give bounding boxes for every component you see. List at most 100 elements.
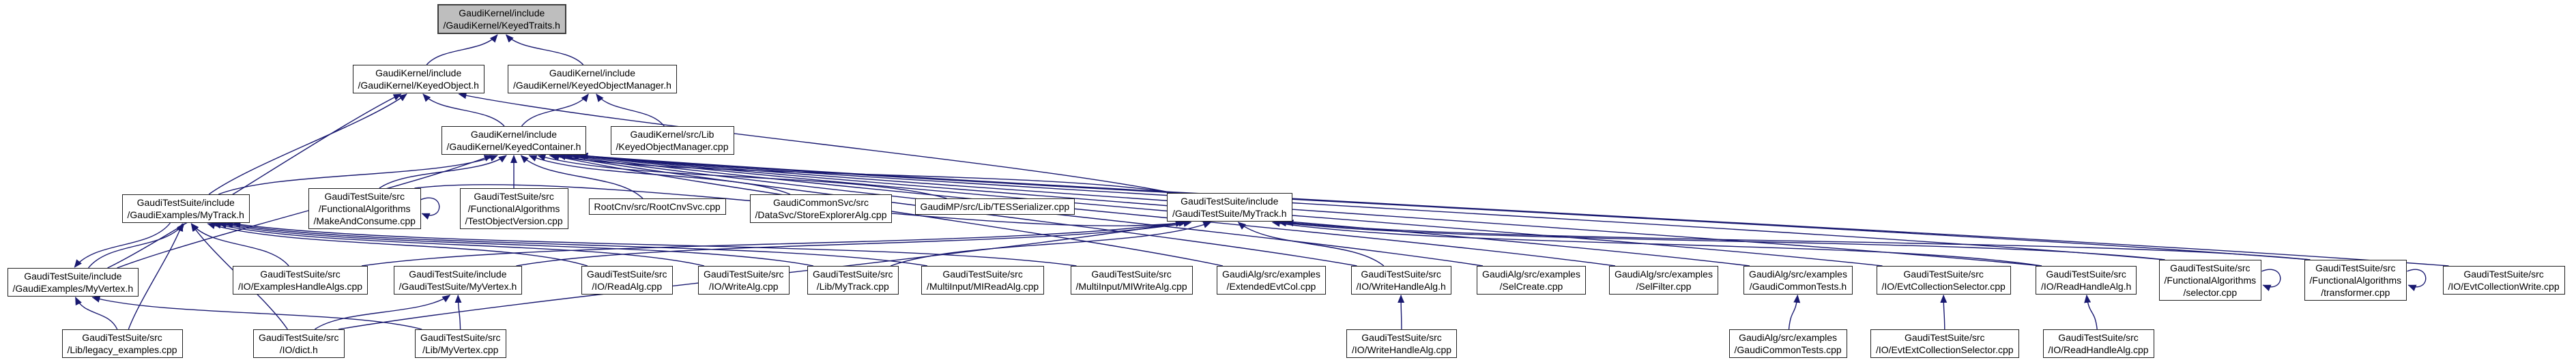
graph-node-write-handle-alg-cpp[interactable]: GaudiTestSuite/src/IO/WriteHandleAlg.cpp <box>1346 329 1458 358</box>
graph-node-read-alg-cpp[interactable]: GaudiTestSuite/src/IO/ReadAlg.cpp <box>581 266 673 295</box>
graph-node-label: GaudiTestSuite/src <box>1903 269 1984 280</box>
graph-node-store-explorer-alg-cpp[interactable]: GaudiCommonSvc/src/DataSvc/StoreExplorer… <box>749 194 893 223</box>
graph-node-label: GaudiTestSuite/src <box>260 269 341 280</box>
graph-node-label: /IO/dict.h <box>279 344 318 355</box>
graph-node-label: GaudiKernel/src/Lib <box>630 129 714 140</box>
graph-node-label: GaudiTestSuite/src <box>2315 262 2396 273</box>
graph-node-label: GaudiMP/src/Lib/TESSerializer.cpp <box>920 201 1070 212</box>
graph-node-write-handle-alg-h[interactable]: GaudiTestSuite/src/IO/WriteHandleAlg.h <box>1350 266 1451 295</box>
graph-node-label: GaudiTestSuite/src <box>1361 332 1442 343</box>
graph-node-my-vertex-cpp[interactable]: GaudiTestSuite/src/Lib/MyVertex.cpp <box>415 329 506 358</box>
graph-node-label: /GaudiCommonTests.h <box>1749 281 1847 292</box>
graph-node-label: GaudiTestSuite/src <box>704 269 784 280</box>
graph-node-label: /KeyedObjectManager.cpp <box>616 141 729 152</box>
graph-node-root-cnv-svc-cpp[interactable]: RootCnv/src/RootCnvSvc.cpp <box>588 198 726 215</box>
graph-node-label: /IO/ReadAlg.cpp <box>592 281 663 292</box>
graph-node-label: /SelFilter.cpp <box>1636 281 1692 292</box>
graph-node-label: /GaudiExamples/MyTrack.h <box>127 209 244 220</box>
graph-node-label: /TestObjectVersion.cpp <box>465 215 563 226</box>
graph-node-label: /transformer.cpp <box>2321 287 2390 298</box>
graph-node-label: /FunctionalAlgorithms <box>2164 275 2257 286</box>
graph-node-label: /MakeAndConsume.cpp <box>313 215 416 226</box>
graph-node-tes-serializer-cpp[interactable]: GaudiMP/src/Lib/TESSerializer.cpp <box>914 198 1075 215</box>
graph-node-label: /IO/EvtCollectionWrite.cpp <box>2448 281 2560 292</box>
graph-node-mi-write-alg-cpp[interactable]: GaudiTestSuite/src/MultiInput/MIWriteAlg… <box>1070 266 1193 295</box>
graph-node-gaudi-test-suite-my-vertex-h[interactable]: GaudiTestSuite/include/GaudiTestSuite/My… <box>393 266 523 295</box>
graph-node-label: /MultiInput/MIWriteAlg.cpp <box>1075 281 1187 292</box>
graph-node-label: GaudiKernel/include <box>459 7 545 18</box>
graph-node-label: GaudiTestSuite/src <box>2463 269 2544 280</box>
graph-node-label: GaudiTestSuite/src <box>1905 332 1985 343</box>
graph-node-keyed-traits-h: GaudiKernel/include/GaudiKernel/KeyedTra… <box>437 4 566 34</box>
graph-node-label: GaudiTestSuite/src <box>82 332 162 343</box>
graph-node-sel-filter-cpp[interactable]: GaudiAlg/src/examples/SelFilter.cpp <box>1609 266 1718 295</box>
graph-node-label: /selector.cpp <box>2183 287 2238 298</box>
graph-node-label: GaudiTestSuite/include <box>136 197 235 208</box>
graph-node-label: GaudiAlg/src/examples <box>1482 269 1580 280</box>
graph-node-test-object-version-cpp[interactable]: GaudiTestSuite/src/FunctionalAlgorithms/… <box>459 188 568 229</box>
graph-node-label: GaudiTestSuite/include <box>1181 196 1279 207</box>
graph-node-evt-collection-write-cpp[interactable]: GaudiTestSuite/src/IO/EvtCollectionWrite… <box>2442 266 2565 295</box>
graph-node-label: GaudiTestSuite/src <box>259 332 339 343</box>
graph-node-label: /GaudiTestSuite/MyVertex.h <box>399 281 517 292</box>
graph-node-label: GaudiAlg/src/examples <box>1222 269 1320 280</box>
graph-node-label: /IO/EvtCollectionSelector.cpp <box>1881 281 2006 292</box>
graph-node-gaudi-examples-my-track-h[interactable]: GaudiTestSuite/include/GaudiExamples/MyT… <box>121 194 250 223</box>
graph-node-selector-cpp[interactable]: GaudiTestSuite/src/FunctionalAlgorithms/… <box>2158 260 2262 301</box>
graph-node-label: GaudiTestSuite/src <box>587 269 667 280</box>
graph-node-my-track-cpp[interactable]: GaudiTestSuite/src/Lib/MyTrack.cpp <box>807 266 899 295</box>
graph-node-label: /IO/WriteHandleAlg.h <box>1356 281 1446 292</box>
graph-node-sel-create-cpp[interactable]: GaudiAlg/src/examples/SelCreate.cpp <box>1477 266 1586 295</box>
graph-node-keyed-object-manager-h[interactable]: GaudiKernel/include/GaudiKernel/KeyedObj… <box>508 65 677 93</box>
graph-node-label: GaudiTestSuite/include <box>409 269 507 280</box>
graph-node-transformer-cpp[interactable]: GaudiTestSuite/src/FunctionalAlgorithms/… <box>2304 260 2407 301</box>
graph-node-label: /IO/ReadHandleAlg.cpp <box>2048 344 2149 355</box>
graph-node-label: GaudiAlg/src/examples <box>1749 269 1847 280</box>
graph-node-label: GaudiKernel/include <box>470 129 557 140</box>
graph-node-gaudi-test-suite-my-track-h[interactable]: GaudiTestSuite/include/GaudiTestSuite/My… <box>1167 193 1292 222</box>
graph-node-label: GaudiTestSuite/src <box>1361 269 1441 280</box>
graph-node-label: /MultiInput/MIReadAlg.cpp <box>927 281 1039 292</box>
graph-node-label: /GaudiKernel/KeyedObject.h <box>358 80 479 91</box>
graph-node-extended-evt-col-cpp[interactable]: GaudiAlg/src/examples/ExtendedEvtCol.cpp <box>1217 266 1326 295</box>
graph-node-evt-ext-collection-selector-cpp[interactable]: GaudiTestSuite/src/IO/EvtExtCollectionSe… <box>1870 329 2019 358</box>
graph-node-label: GaudiTestSuite/src <box>1091 269 1172 280</box>
graph-node-write-alg-cpp[interactable]: GaudiTestSuite/src/IO/WriteAlg.cpp <box>698 266 790 295</box>
graph-node-label: GaudiAlg/src/examples <box>1739 332 1838 343</box>
graph-node-keyed-object-h[interactable]: GaudiKernel/include/GaudiKernel/KeyedObj… <box>352 65 484 93</box>
graph-node-read-handle-alg-cpp[interactable]: GaudiTestSuite/src/IO/ReadHandleAlg.cpp <box>2042 329 2154 358</box>
graph-node-label: GaudiTestSuite/src <box>2058 332 2139 343</box>
graph-node-label: GaudiTestSuite/src <box>324 191 405 202</box>
graph-node-gaudi-common-tests-h[interactable]: GaudiAlg/src/examples/GaudiCommonTests.h <box>1743 266 1853 295</box>
graph-node-label: /IO/ExamplesHandleAlgs.cpp <box>238 281 363 292</box>
graph-node-label: GaudiTestSuite/src <box>2046 269 2126 280</box>
graph-node-label: GaudiTestSuite/include <box>24 271 122 282</box>
graph-node-keyed-object-manager-cpp[interactable]: GaudiKernel/src/Lib/KeyedObjectManager.c… <box>610 126 734 155</box>
graph-node-label: GaudiCommonSvc/src <box>772 197 869 208</box>
graph-node-label: /GaudiKernel/KeyedContainer.h <box>446 141 581 152</box>
graph-node-label: GaudiTestSuite/src <box>2170 262 2251 273</box>
graph-node-legacy-examples-cpp[interactable]: GaudiTestSuite/src/Lib/legacy_examples.c… <box>61 329 183 358</box>
graph-node-label: GaudiAlg/src/examples <box>1615 269 1713 280</box>
graph-node-evt-collection-selector-cpp[interactable]: GaudiTestSuite/src/IO/EvtCollectionSelec… <box>1876 266 2011 295</box>
graph-node-gaudi-common-tests-cpp[interactable]: GaudiAlg/src/examples/GaudiCommonTests.c… <box>1728 329 1847 358</box>
graph-node-label: /GaudiTestSuite/MyTrack.h <box>1172 208 1287 219</box>
graph-node-label: /IO/WriteAlg.cpp <box>708 281 779 292</box>
graph-node-mi-read-alg-cpp[interactable]: GaudiTestSuite/src/MultiInput/MIReadAlg.… <box>921 266 1045 295</box>
graph-node-io-dict-h[interactable]: GaudiTestSuite/src/IO/dict.h <box>253 329 345 358</box>
graph-node-make-and-consume-cpp[interactable]: GaudiTestSuite/src/FunctionalAlgorithms/… <box>308 188 421 229</box>
graph-node-read-handle-alg-h[interactable]: GaudiTestSuite/src/IO/ReadHandleAlg.h <box>2036 266 2137 295</box>
graph-node-keyed-container-h[interactable]: GaudiKernel/include/GaudiKernel/KeyedCon… <box>441 126 587 155</box>
graph-node-label: /IO/EvtExtCollectionSelector.cpp <box>1876 344 2014 355</box>
graph-node-label: GaudiKernel/include <box>375 68 462 78</box>
graph-node-label: /DataSvc/StoreExplorerAlg.cpp <box>755 209 887 220</box>
graph-node-label: /Lib/MyTrack.cpp <box>816 281 889 292</box>
graph-node-label: /GaudiKernel/KeyedTraits.h <box>443 20 560 31</box>
graph-node-examples-handle-algs-cpp[interactable]: GaudiTestSuite/src/IO/ExamplesHandleAlgs… <box>233 266 368 295</box>
graph-node-gaudi-examples-my-vertex-h[interactable]: GaudiTestSuite/include/GaudiExamples/MyV… <box>7 268 139 297</box>
graph-node-label: /FunctionalAlgorithms <box>318 203 411 214</box>
graph-node-label: GaudiTestSuite/src <box>813 269 893 280</box>
graph-node-label: GaudiKernel/include <box>549 68 636 78</box>
